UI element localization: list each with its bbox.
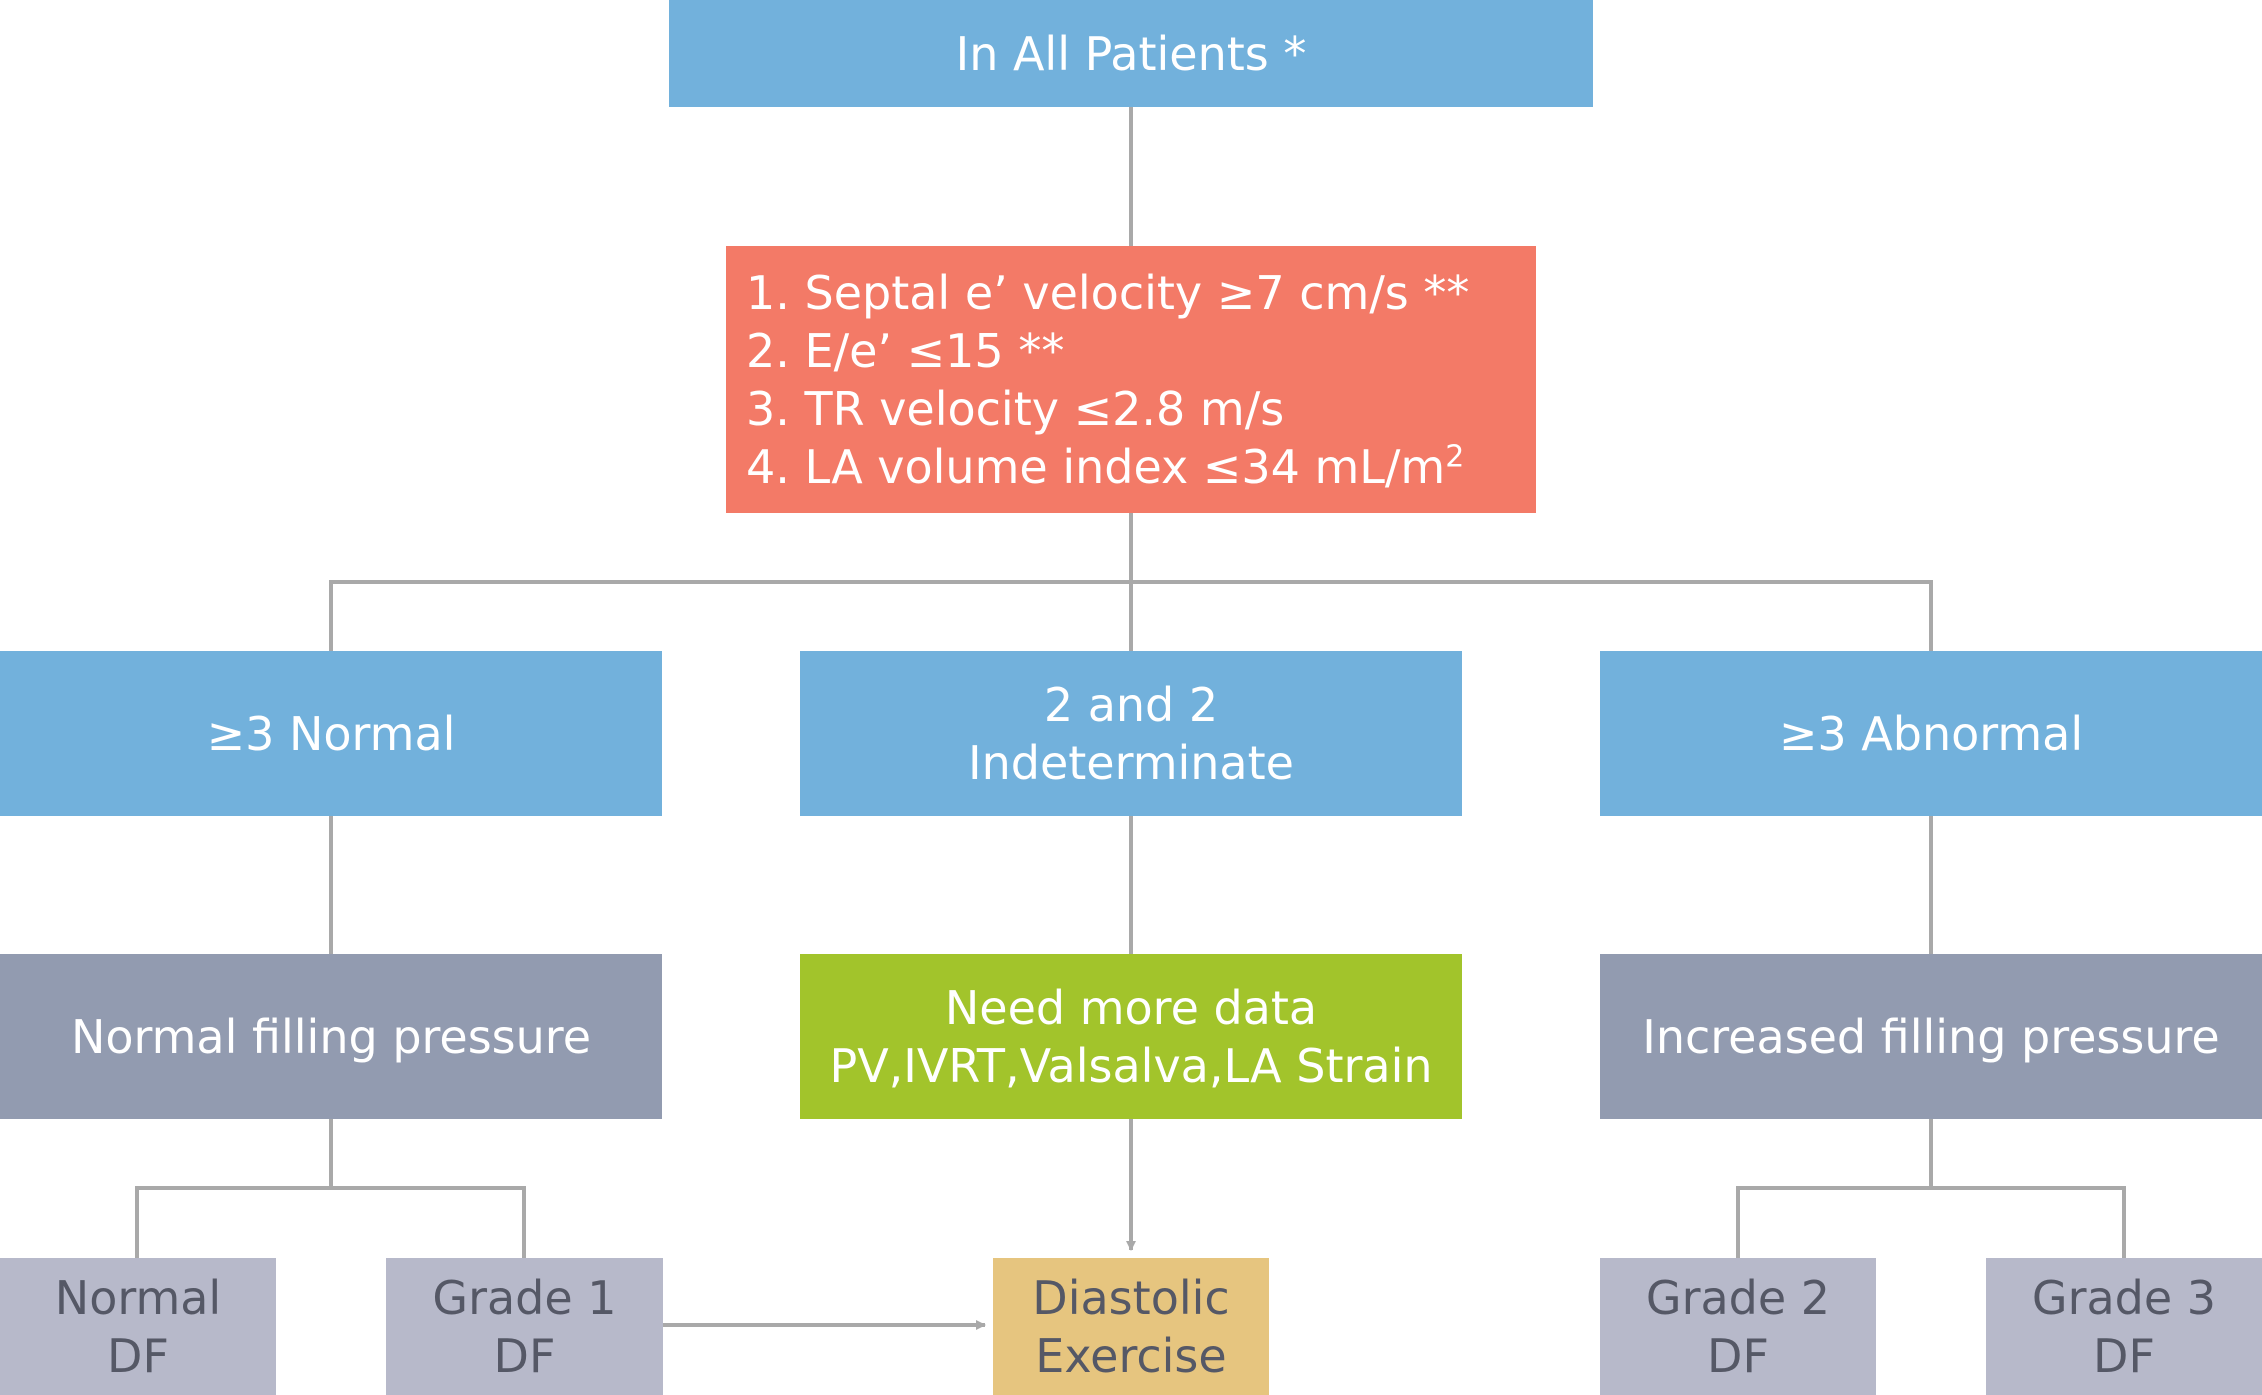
grade-3-line-2: DF (2093, 1328, 2155, 1383)
grade-1-line-1: Grade 1 (432, 1270, 617, 1325)
normal-df-line-1: Normal (54, 1270, 222, 1325)
grade-2-line-1: Grade 2 (1645, 1270, 1831, 1325)
criteria-box: 1. Septal e’ velocity ≥7 cm/s ** 2. E/e’… (726, 246, 1536, 513)
increased-filling-pressure-label: Increased filling pressure (1642, 1009, 2220, 1064)
abnormal-branch-box: ≥3 Abnormal (1600, 651, 2262, 816)
diastolic-exercise-line-2: Exercise (1035, 1328, 1227, 1383)
grade-3-df-box: Grade 3 DF (1986, 1258, 2262, 1395)
criterion-4-text: 4. LA volume index ≤34 mL/m (746, 439, 1446, 494)
criterion-3: 3. TR velocity ≤2.8 m/s (746, 381, 1285, 436)
indeterminate-line-2: Indeterminate (968, 735, 1294, 790)
normal-df-box: Normal DF (0, 1258, 276, 1395)
normal-filling-pressure-box: Normal filling pressure (0, 954, 662, 1119)
criterion-2: 2. E/e’ ≤15 ** (746, 323, 1065, 378)
grade-2-df-box: Grade 2 DF (1600, 1258, 1876, 1395)
normal-df-line-2: DF (107, 1328, 169, 1383)
need-more-data-line-1: Need more data (944, 980, 1318, 1035)
need-more-data-box: Need more data PV,IVRT,Valsalva,LA Strai… (800, 954, 1462, 1119)
need-more-data-line-2: PV,IVRT,Valsalva,LA Strain (829, 1038, 1433, 1093)
normal-branch-label: ≥3 Normal (206, 706, 456, 761)
all-patients-label: In All Patients * (955, 26, 1307, 81)
grade-1-df-box: Grade 1 DF (386, 1258, 663, 1395)
indeterminate-branch-box: 2 and 2 Indeterminate (800, 651, 1462, 816)
grade-3-line-1: Grade 3 (2031, 1270, 2217, 1325)
diastolic-exercise-box: Diastolic Exercise (993, 1258, 1269, 1395)
indeterminate-line-1: 2 and 2 (1043, 677, 1219, 732)
normal-filling-pressure-label: Normal filling pressure (70, 1009, 592, 1064)
criterion-4: 4. LA volume index ≤34 mL/m2 (746, 438, 1464, 496)
abnormal-branch-label: ≥3 Abnormal (1778, 706, 2084, 761)
grade-2-line-2: DF (1707, 1328, 1769, 1383)
grade-1-line-2: DF (493, 1328, 556, 1383)
criterion-4-superscript: 2 (1445, 439, 1465, 475)
increased-filling-pressure-box: Increased filling pressure (1600, 954, 2262, 1119)
criterion-1: 1. Septal e’ velocity ≥7 cm/s ** (746, 265, 1470, 320)
diastolic-exercise-line-1: Diastolic (1032, 1270, 1230, 1325)
all-patients-box: In All Patients * (669, 0, 1593, 107)
normal-branch-box: ≥3 Normal (0, 651, 662, 816)
